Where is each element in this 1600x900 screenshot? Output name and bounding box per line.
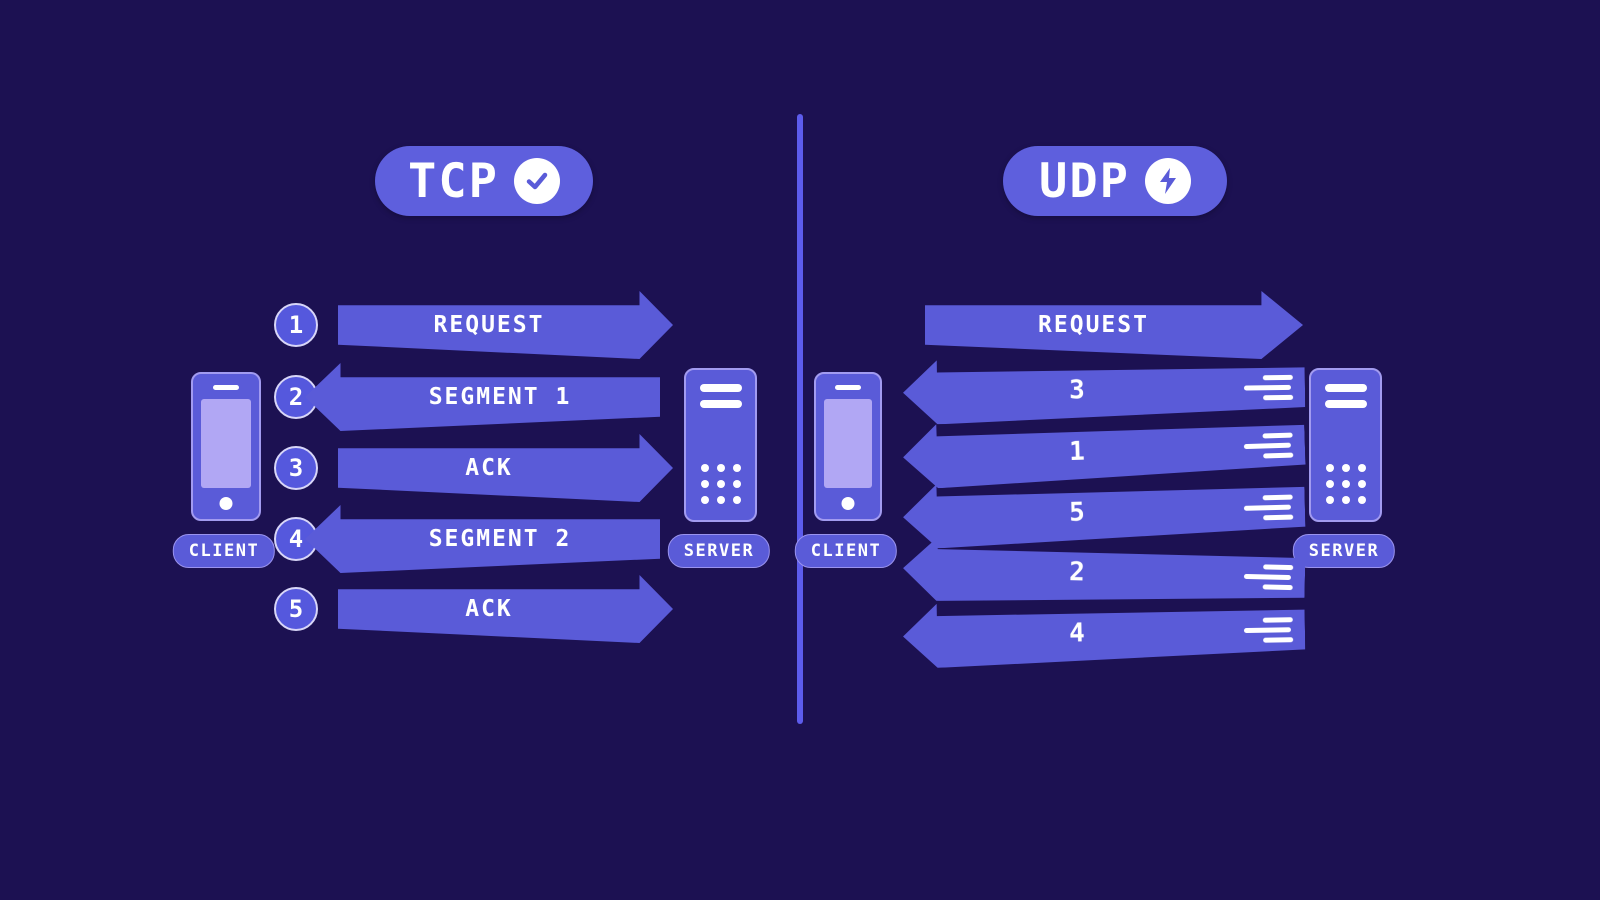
step-circle: 1 (274, 303, 318, 347)
server-dot-grid (700, 464, 741, 504)
divider-line (797, 114, 803, 724)
data-lines-icon (1244, 375, 1293, 401)
client-phone-icon (191, 372, 261, 521)
message-arrow-request: REQUEST (338, 291, 673, 359)
lightning-icon (1144, 158, 1191, 204)
phone-screen (824, 399, 872, 488)
packet-number: 1 (1068, 436, 1086, 468)
server-slot-line (1324, 384, 1367, 392)
message-arrow-ack: ACK (338, 575, 673, 643)
packet-number: 5 (1068, 497, 1086, 528)
phone-speaker (835, 385, 861, 390)
message-arrow-segment-1: SEGMENT 1 (305, 363, 660, 431)
packet-number: 2 (1068, 557, 1086, 588)
step-circle: 5 (274, 587, 318, 631)
tcp-title: TCP (408, 153, 499, 209)
packet-arrow: 2 (902, 536, 1305, 610)
server-dot-grid (1325, 464, 1366, 504)
packet-number: 3 (1068, 375, 1086, 406)
message-arrow-request: REQUEST (925, 291, 1303, 359)
packet-number: 4 (1068, 618, 1086, 649)
client-phone-icon (814, 372, 882, 521)
server-icon (684, 368, 757, 522)
data-lines-icon (1244, 433, 1294, 460)
server-slot-line (699, 384, 742, 392)
udp-title: UDP (1039, 153, 1130, 209)
check-icon (513, 158, 560, 204)
tcp-server-label: SERVER (667, 534, 771, 568)
phone-screen (201, 399, 251, 488)
tcp-badge: TCP (375, 146, 593, 216)
udp-server-label: SERVER (1292, 534, 1396, 568)
packet-arrow: 3 (903, 355, 1306, 425)
step-circle: 3 (274, 446, 318, 490)
phone-home-button (219, 497, 233, 510)
data-lines-icon (1244, 564, 1294, 590)
tcp-client-label: CLIENT (172, 534, 276, 568)
data-lines-icon (1244, 495, 1294, 521)
server-slot-line (1324, 400, 1367, 408)
data-lines-icon (1244, 617, 1293, 643)
udp-badge: UDP (1003, 146, 1227, 216)
message-arrow-ack: ACK (338, 434, 673, 502)
packet-arrow: 1 (902, 413, 1306, 490)
phone-home-button (841, 497, 855, 510)
server-slot-line (699, 400, 742, 408)
message-arrow-segment-2: SEGMENT 2 (305, 505, 660, 573)
server-icon (1309, 368, 1382, 522)
packet-arrow: 4 (902, 597, 1305, 668)
udp-client-label: CLIENT (794, 534, 898, 568)
phone-speaker (213, 385, 239, 390)
